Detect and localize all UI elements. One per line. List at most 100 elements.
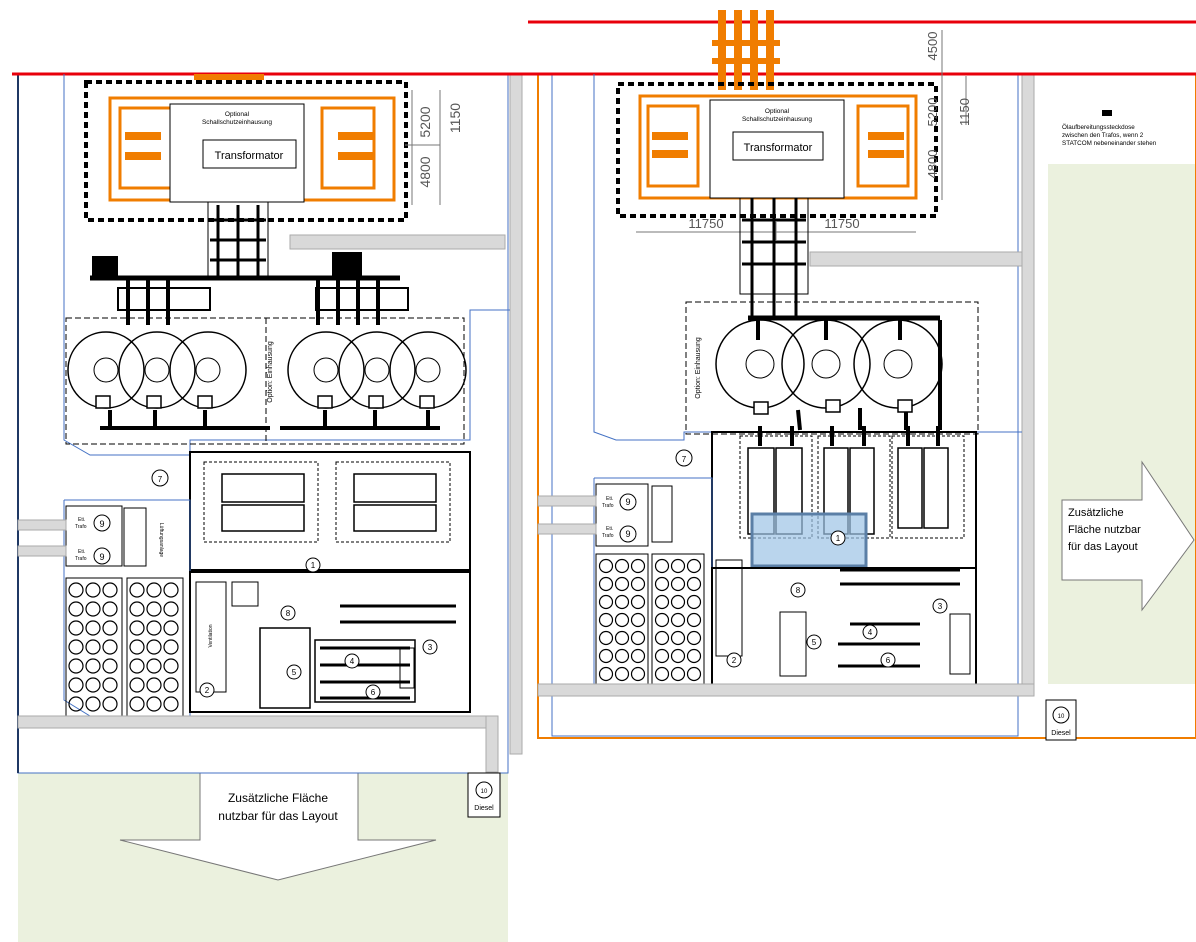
left-cell-racks: [65, 577, 184, 719]
right-extra-area-text-2: Fläche nutzbar: [1068, 524, 1141, 536]
svg-text:8: 8: [796, 586, 801, 595]
battery-cell: [630, 612, 646, 628]
left-number-9a: [93, 514, 111, 532]
right-cells: [598, 558, 702, 682]
battery-cell: [102, 620, 118, 636]
right-enclosure-label-2: Schallschutzeinhausung: [742, 116, 812, 123]
svg-text:8: 8: [286, 609, 291, 618]
left-extra-area-arrow: [119, 772, 437, 881]
svg-text:4: 4: [350, 657, 355, 666]
battery-cell: [163, 582, 179, 598]
left-number-9b: [93, 547, 111, 565]
battery-cell: [102, 696, 118, 712]
battery-cell: [68, 696, 84, 712]
right-enclosure-label-1: Optional: [765, 108, 790, 115]
battery-cell: [670, 648, 686, 664]
battery-cell: [686, 558, 702, 574]
right-dim-4500: 4500: [925, 32, 940, 61]
battery-cell: [85, 677, 101, 693]
battery-cell: [146, 696, 162, 712]
battery-cell: [630, 558, 646, 574]
svg-text:Trafo: Trafo: [602, 503, 614, 509]
svg-text:6: 6: [371, 688, 376, 697]
svg-text:1: 1: [311, 561, 316, 570]
battery-cell: [686, 612, 702, 628]
battery-cell: [163, 677, 179, 693]
battery-cell: [163, 601, 179, 617]
battery-cell: [654, 612, 670, 628]
right-extra-area-text-3: für das Layout: [1068, 541, 1138, 553]
svg-text:3: 3: [428, 643, 433, 652]
left-dim-1150: 1150: [447, 103, 463, 133]
right-dim-1150: 1150: [957, 98, 972, 126]
right-plan: Zusätzliche Fläche nutzbar für das Layou…: [528, 10, 1196, 741]
right-number-markers: [675, 449, 948, 668]
battery-cell: [146, 677, 162, 693]
battery-cell: [630, 576, 646, 592]
battery-cell: [598, 630, 614, 646]
left-dim-4800: 4800: [417, 156, 433, 187]
battery-cell: [85, 658, 101, 674]
battery-cell: [630, 630, 646, 646]
battery-cell: [85, 620, 101, 636]
svg-text:3: 3: [938, 602, 943, 611]
battery-cell: [686, 630, 702, 646]
svg-text:2: 2: [732, 656, 737, 665]
svg-text:9: 9: [99, 519, 104, 529]
svg-text:7: 7: [682, 455, 687, 464]
left-etrafo-label-1: Eti.: [78, 517, 85, 523]
battery-cell: [129, 696, 145, 712]
left-plan: Zusätzliche Fläche nutzbar für das Layou…: [12, 72, 535, 942]
left-diesel-box: [467, 772, 501, 818]
battery-cell: [102, 677, 118, 693]
battery-cell: [654, 576, 670, 592]
right-control-rooms: [711, 567, 977, 687]
right-extra-area-arrow: [1061, 460, 1195, 612]
left-right-wall: [509, 73, 523, 755]
left-optional-housing-label: Option: Einhausung: [267, 341, 274, 403]
battery-cell: [686, 648, 702, 664]
battery-cell: [670, 558, 686, 574]
battery-cell: [598, 648, 614, 664]
battery-cell: [102, 582, 118, 598]
left-number-markers: [151, 469, 438, 700]
right-extra-area: [1048, 164, 1196, 684]
battery-cell: [68, 639, 84, 655]
left-transformer-box: [202, 139, 297, 169]
battery-cell: [68, 620, 84, 636]
left-extra-area-text-1: Zusätzliche Fläche: [228, 791, 328, 805]
right-number-9a: [619, 493, 637, 511]
battery-cell: [163, 696, 179, 712]
battery-cell: [163, 658, 179, 674]
battery-cell: [654, 594, 670, 610]
svg-text:5: 5: [812, 638, 817, 647]
right-reactor-group: [715, 319, 943, 409]
right-note-2: zwischen den Trafos, wenn 2: [1062, 132, 1144, 139]
svg-text:4: 4: [868, 628, 873, 637]
battery-cell: [102, 601, 118, 617]
battery-cell: [670, 594, 686, 610]
left-side-text: Lüftungsanlage: [158, 523, 164, 557]
right-transformer-label: Transformator: [744, 142, 813, 154]
left-control-rooms: [189, 571, 471, 713]
battery-cell: [68, 582, 84, 598]
svg-text:Trafo: Trafo: [75, 556, 87, 562]
battery-cell: [85, 582, 101, 598]
battery-cell: [129, 639, 145, 655]
right-highlight-area: [750, 512, 868, 568]
battery-cell: [654, 630, 670, 646]
right-number-9b: [619, 525, 637, 543]
right-transformer-zone: [616, 82, 938, 218]
battery-cell: [614, 612, 630, 628]
right-dim-11750a: 11750: [688, 216, 723, 231]
battery-cell: [146, 658, 162, 674]
svg-text:Trafo: Trafo: [75, 524, 87, 530]
battery-cell: [670, 630, 686, 646]
right-reactor-area: [685, 301, 979, 435]
svg-text:Trafo: Trafo: [602, 533, 614, 539]
battery-cell: [146, 601, 162, 617]
battery-cell: [146, 639, 162, 655]
right-dim-5200: 5200: [925, 98, 940, 127]
svg-text:9: 9: [99, 552, 104, 562]
